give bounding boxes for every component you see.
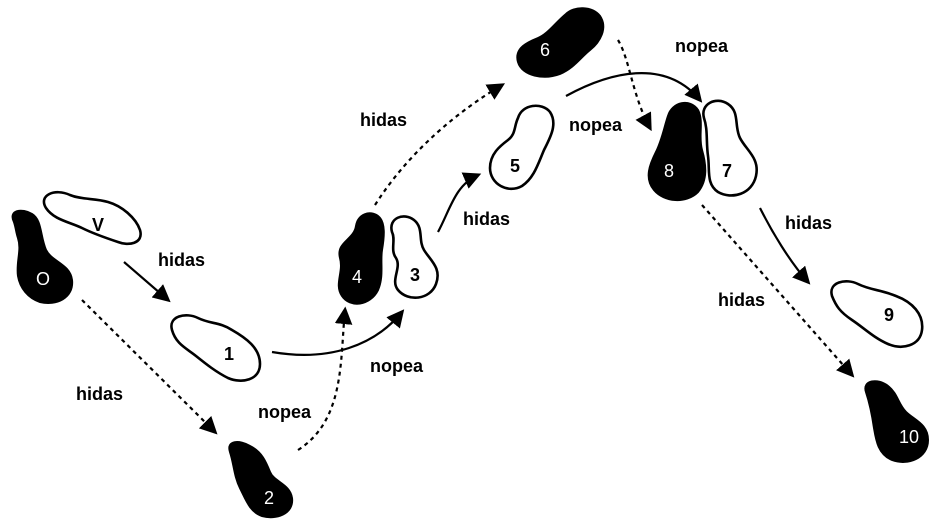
node-label: 10 <box>899 427 919 447</box>
label-4-6: hidas <box>360 110 407 130</box>
label-8-10: hidas <box>718 290 765 310</box>
edge-5-7 <box>565 72 703 103</box>
node-5: 5 <box>488 104 555 191</box>
node-label: 7 <box>722 161 732 181</box>
node-label: 9 <box>884 305 894 325</box>
label-1-3: nopea <box>370 356 424 376</box>
edge-1-3 <box>271 309 405 356</box>
node-3: 3 <box>390 215 439 299</box>
edge-7-9 <box>759 207 811 285</box>
node-label: 2 <box>264 488 274 508</box>
edge-3-5 <box>437 172 482 233</box>
node-o: O <box>11 209 74 304</box>
node-label: V <box>92 215 104 235</box>
node-4: 4 <box>337 212 385 305</box>
label-5-7: nopea <box>675 36 729 56</box>
label-3-5: hidas <box>463 209 510 229</box>
node-10: 10 <box>864 380 929 463</box>
node-label: O <box>36 269 50 289</box>
node-v: V <box>42 190 142 246</box>
node-label: 3 <box>410 265 420 285</box>
node-label: 8 <box>664 161 674 181</box>
node-1: 1 <box>170 314 262 382</box>
label-o-2: hidas <box>76 384 123 404</box>
node-7: 7 <box>702 99 758 197</box>
node-label: 6 <box>540 40 550 60</box>
node-2: 2 <box>228 441 294 519</box>
label-v-1: hidas <box>158 250 205 270</box>
edge-v-1 <box>123 261 171 303</box>
edge-2-4 <box>297 306 353 451</box>
node-8: 8 <box>647 101 707 201</box>
label-2-4: nopea <box>258 402 312 422</box>
label-6-8: nopea <box>569 115 623 135</box>
node-9: 9 <box>830 280 924 348</box>
node-label: 4 <box>352 267 362 287</box>
label-7-9: hidas <box>785 213 832 233</box>
edge-6-8 <box>617 39 652 132</box>
node-label: 5 <box>510 156 520 176</box>
node-6: 6 <box>516 7 605 78</box>
node-label: 1 <box>224 344 234 364</box>
edge-4-6 <box>374 83 506 206</box>
edge-8-10 <box>701 204 855 378</box>
